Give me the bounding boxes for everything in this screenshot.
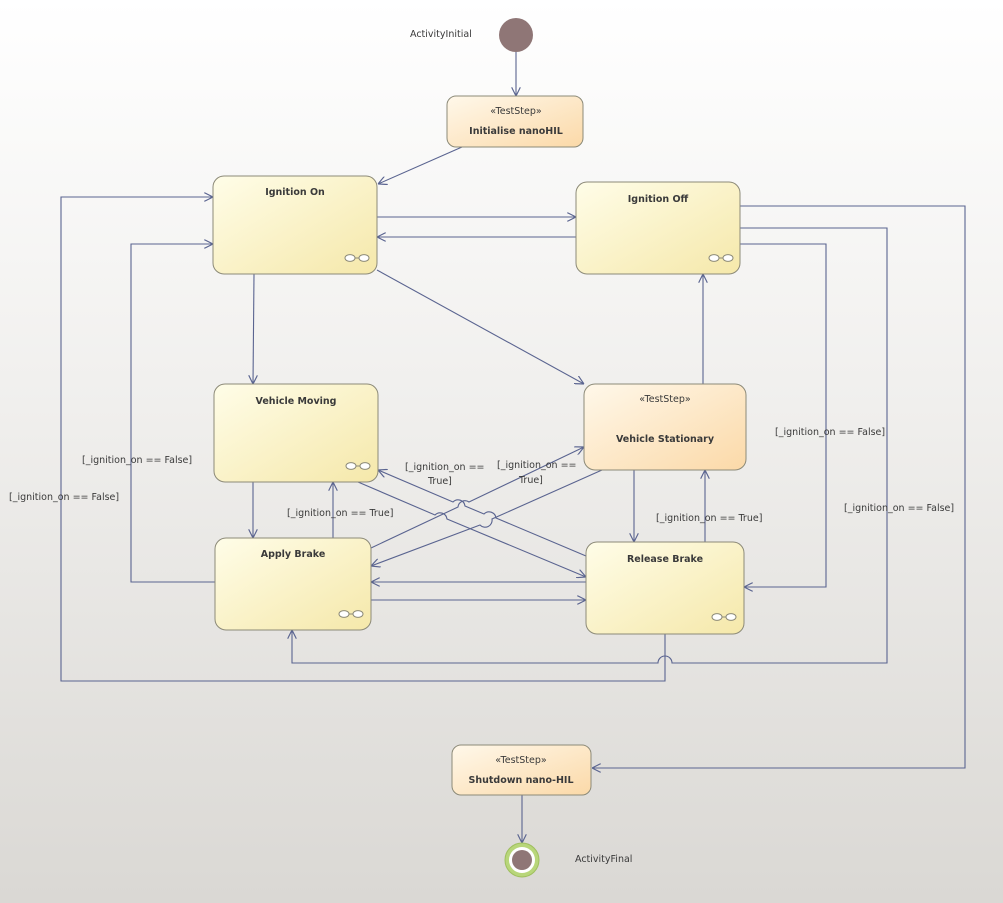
edge-apply-to-stationary [370, 447, 584, 549]
node-apply-brake[interactable]: Apply Brake [214, 537, 372, 631]
link-icon [345, 462, 371, 470]
node-release-brake[interactable]: Release Brake [585, 541, 745, 635]
node-initialise-nanohil[interactable]: «TestStep» Initialise nanoHIL [446, 95, 584, 148]
node-title: Ignition On [265, 187, 325, 198]
edges [60, 52, 966, 843]
guard-right-outer-false: [_ignition_on == False] [844, 503, 954, 514]
node-ignition-off[interactable]: Ignition Off [575, 181, 741, 275]
edge-stationary-to-apply [371, 469, 603, 566]
edge-moving-to-release [357, 481, 586, 577]
guard-cross-left-line1: [_ignition_on == [405, 462, 485, 473]
node-vehicle-stationary[interactable]: «TestStep» Vehicle Stationary [583, 383, 747, 471]
guard-cross-right-line2: True] [518, 475, 543, 486]
guard-right-inner-false: [_ignition_on == False] [775, 427, 885, 438]
guard-left-inner-false: [_ignition_on == False] [82, 455, 192, 466]
node-title: Release Brake [627, 554, 703, 565]
edge-ignition-off-to-release-loop [740, 243, 827, 587]
node-title: Initialise nanoHIL [469, 126, 563, 137]
guard-cross-left-line2: True] [427, 476, 452, 487]
final-node[interactable] [504, 842, 540, 878]
node-stereotype: «TestStep» [490, 106, 542, 117]
edge-ignition-off-to-apply-loop [292, 227, 888, 664]
edge-release-to-moving [378, 470, 587, 557]
link-icon [338, 610, 364, 618]
node-stereotype: «TestStep» [495, 755, 547, 766]
node-title: Apply Brake [261, 549, 326, 560]
edge-apply-to-ignition-on-loop [130, 244, 215, 583]
guard-moving-apply-true: [_ignition_on == True] [287, 508, 393, 519]
edge-ignition-off-to-shutdown [592, 205, 966, 768]
guard-left-outer-false: [_ignition_on == False] [9, 492, 119, 503]
node-stereotype: «TestStep» [639, 394, 691, 405]
guard-cross-right-line1: [_ignition_on == [497, 460, 577, 471]
link-icon [711, 613, 737, 621]
link-icon [344, 254, 370, 262]
edge-initialise-to-ignition-on [378, 146, 463, 184]
node-ignition-on[interactable]: Ignition On [212, 175, 378, 275]
edge-ignition-on-to-moving [253, 273, 254, 384]
node-title: Vehicle Stationary [616, 434, 715, 445]
initial-label: ActivityInitial [410, 29, 472, 40]
initial-node[interactable] [499, 18, 533, 52]
edge-release-to-ignition-on-loop [60, 197, 666, 682]
final-label: ActivityFinal [575, 854, 632, 865]
edge-ignition-on-to-stationary [376, 269, 584, 384]
node-title: Ignition Off [628, 194, 689, 205]
node-title: Shutdown nano-HIL [468, 775, 573, 786]
link-icon [708, 254, 734, 262]
guard-release-stationary-true: [_ignition_on == True] [656, 513, 762, 524]
node-title: Vehicle Moving [256, 396, 337, 407]
node-shutdown-nano-hil[interactable]: «TestStep» Shutdown nano-HIL [451, 744, 592, 796]
node-vehicle-moving[interactable]: Vehicle Moving [213, 383, 379, 483]
